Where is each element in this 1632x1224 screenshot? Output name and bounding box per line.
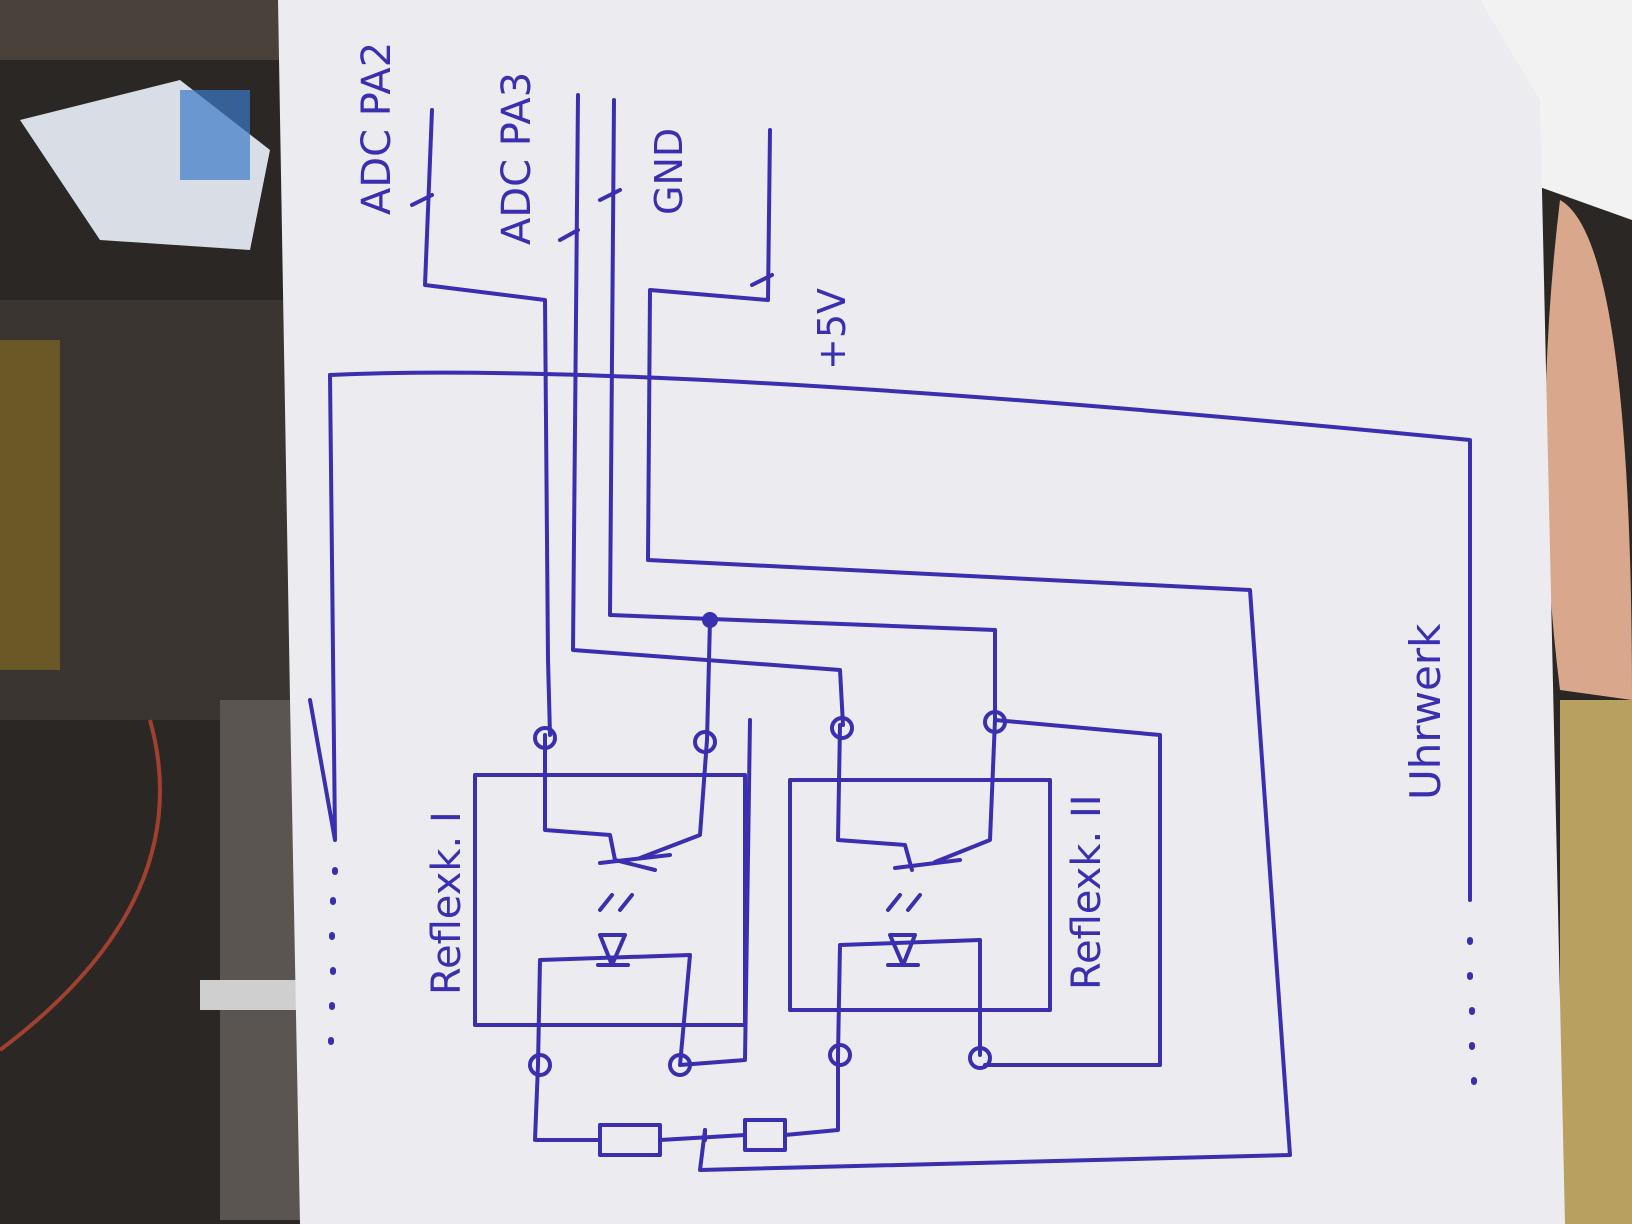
- label-reflex2: Reflexk. II: [1064, 794, 1110, 990]
- wire-gnd-tap: [705, 618, 712, 742]
- label-gnd: GND: [647, 128, 691, 215]
- pin-r1-e: [693, 730, 717, 754]
- wire-adc-pa3: [571, 93, 845, 727]
- transistor1: [543, 733, 617, 862]
- pin-r1-c: [533, 726, 557, 750]
- wire-led1-return: [678, 718, 752, 1067]
- circuit-wires: [308, 93, 1477, 1172]
- pin-r1-a: [528, 1053, 552, 1077]
- label-uhrwerk: Uhrwerk: [1401, 623, 1450, 800]
- label-reflex1: Reflexk. I: [424, 811, 470, 995]
- wire-uhrwerk-top: [328, 370, 1472, 902]
- wire-reflex2-loop: [983, 718, 1162, 1067]
- reflex1-box: [473, 773, 747, 1027]
- label-plus5v: +5V: [810, 288, 854, 370]
- wire-gnd: [608, 98, 997, 722]
- junction-dot: [702, 612, 718, 628]
- wire-uhrwerk-left: [308, 373, 337, 842]
- reflex2-box: [788, 778, 1052, 1012]
- wire-adc-pa2: [423, 108, 552, 737]
- pin-r2-e: [983, 710, 1007, 734]
- pin-r1-k: [668, 1053, 692, 1077]
- label-adc-pa3: ADC PA3: [494, 72, 540, 245]
- paper: [278, 0, 1565, 1224]
- wire-resistor-right: [783, 1053, 840, 1137]
- wire-resistor-left: [533, 1063, 602, 1142]
- label-adc-pa2: ADC PA2: [354, 42, 400, 215]
- pin-r2-k: [968, 1046, 992, 1070]
- pin-r2-a: [828, 1043, 852, 1067]
- pin-r2-c: [830, 716, 854, 740]
- finger: [1545, 200, 1632, 700]
- wire-plus5v: [646, 128, 1292, 1172]
- transistor2: [836, 723, 914, 872]
